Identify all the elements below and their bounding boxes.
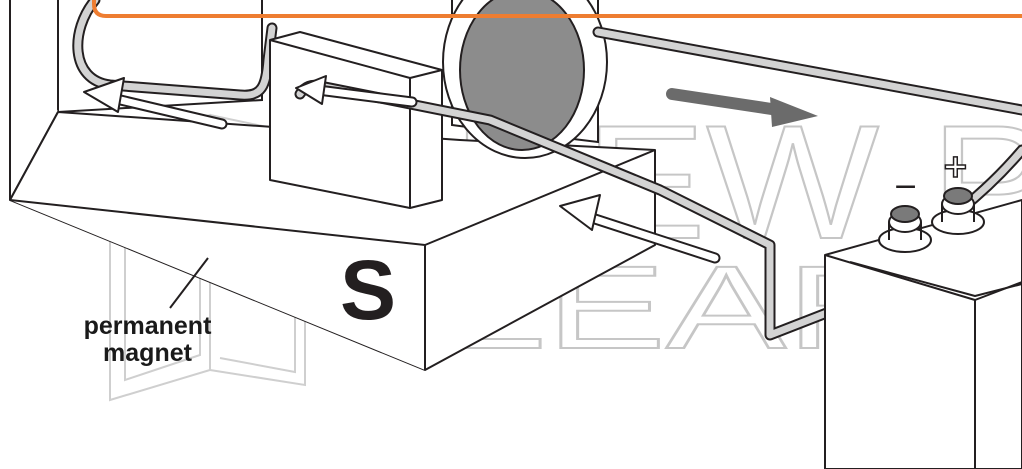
current-arrow-middle	[559, 194, 721, 264]
battery	[824, 199, 1022, 469]
magnet-label-line2: magnet	[103, 339, 192, 367]
magnet-leader-line	[169, 257, 209, 309]
negative-terminal-label: −	[893, 169, 919, 204]
armature-block	[269, 31, 443, 209]
callout-box	[92, 0, 1022, 18]
current-arrow-left	[83, 77, 228, 130]
rotor	[442, 0, 608, 159]
positive-terminal-label: +	[941, 147, 969, 185]
magnet-label-line1: permanent	[83, 312, 212, 340]
permanent-magnet	[9, 111, 656, 371]
south-pole-label: S	[340, 243, 397, 337]
battery-terminals	[878, 187, 985, 253]
force-arrow	[666, 88, 818, 127]
magnet-label: permanent magnet	[40, 313, 255, 367]
current-arrow-top	[295, 75, 418, 108]
